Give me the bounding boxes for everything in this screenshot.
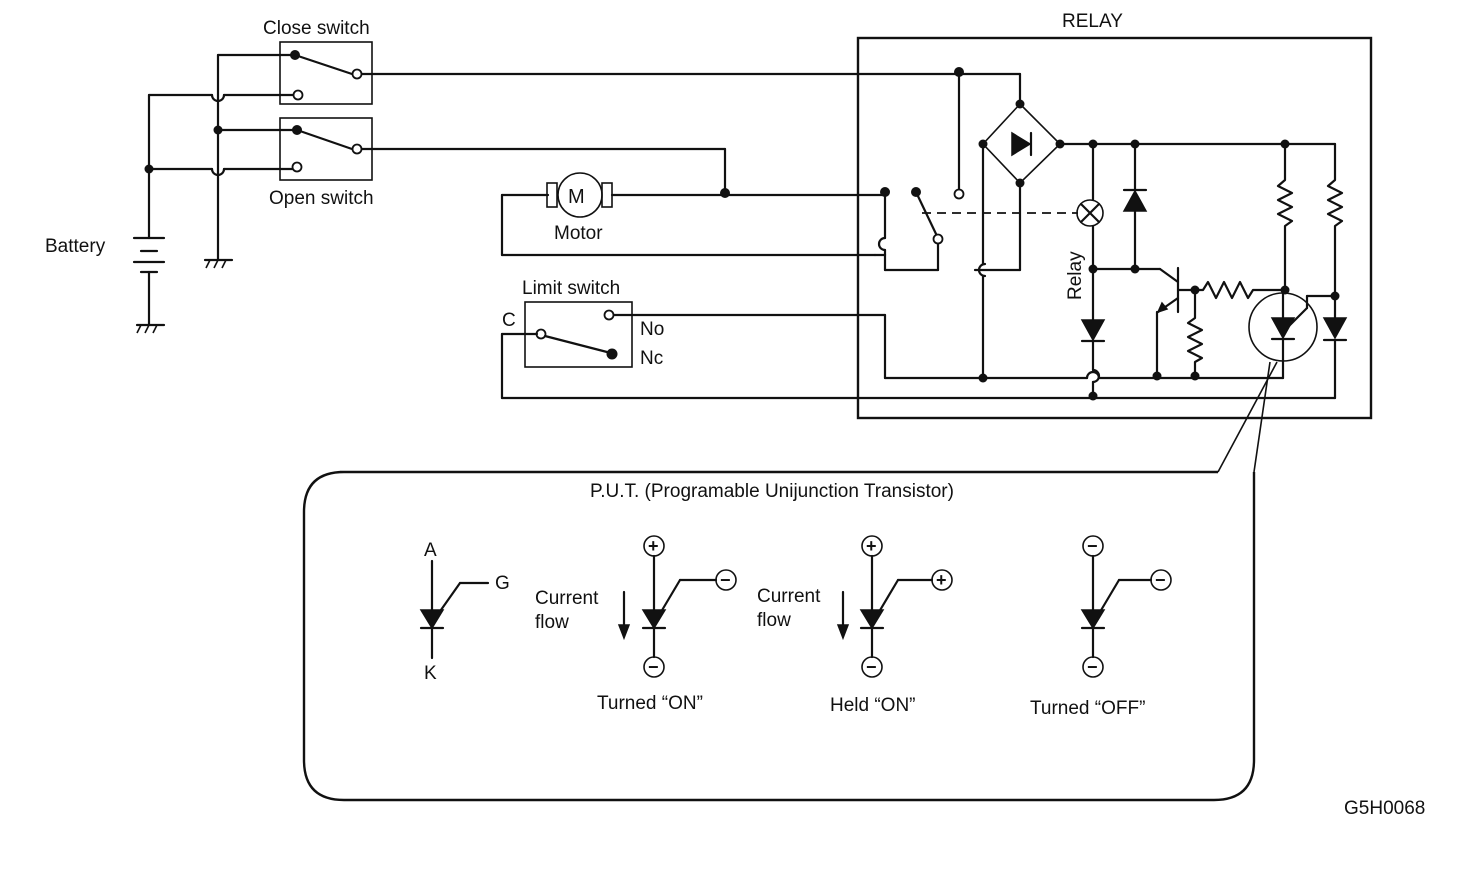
relay-contact: [873, 67, 965, 272]
put-state-turned-off: − − −: [1080, 535, 1172, 678]
upper-resistors: [1276, 139, 1344, 320]
put-symbol: [419, 559, 490, 660]
turned-on-flow-label: flow: [535, 612, 569, 633]
put-state-held-on: + − +: [836, 535, 953, 678]
limit-switch-c-label: C: [502, 310, 516, 331]
limit-switch: [500, 301, 887, 400]
turned-on-cathode-sign: −: [648, 657, 659, 677]
relay-coil: [1076, 139, 1106, 401]
turned-off-anode-sign: −: [1087, 536, 1098, 556]
put-anode-label: A: [424, 540, 437, 561]
motor-symbol-letter: M: [568, 186, 585, 208]
driver-transistor: [1152, 266, 1290, 381]
battery-symbol: [132, 93, 166, 334]
held-on-caption: Held “ON”: [830, 695, 916, 716]
flyback-diode: [1091, 139, 1162, 274]
turned-on-gate-sign: −: [720, 570, 731, 590]
turned-off-caption: Turned “OFF”: [1030, 698, 1145, 719]
figure-code: G5H0068: [1344, 798, 1425, 819]
turned-on-caption: Turned “ON”: [597, 693, 703, 714]
limit-switch-nc-label: Nc: [640, 348, 663, 369]
held-on-flow-label: flow: [757, 610, 791, 631]
turned-on-current-label: Current: [535, 588, 599, 609]
put-explanation-panel: [302, 470, 1256, 802]
battery-bus-wiring: [144, 93, 297, 177]
held-on-cathode-sign: −: [866, 657, 877, 677]
held-on-anode-sign: +: [866, 536, 877, 556]
put-callout-lines: [1217, 361, 1278, 473]
open-switch: [279, 117, 373, 181]
relay-unit-title: RELAY: [1062, 11, 1123, 32]
right-diode: [1322, 317, 1348, 398]
put-device: [1248, 288, 1337, 362]
turned-off-cathode-sign: −: [1087, 657, 1098, 677]
put-title: P.U.T. (Programable Unijunction Transist…: [590, 481, 954, 502]
relay-coil-label: Relay: [1065, 251, 1086, 300]
held-on-gate-sign: +: [936, 570, 947, 590]
close-switch-label: Close switch: [263, 18, 370, 39]
limit-switch-label: Limit switch: [522, 278, 620, 299]
turned-on-anode-sign: +: [648, 536, 659, 556]
turned-off-gate-sign: −: [1155, 570, 1166, 590]
battery-label: Battery: [45, 236, 106, 257]
put-gate-label: G: [495, 573, 510, 594]
motor: [500, 172, 887, 257]
motor-label: Motor: [554, 223, 603, 244]
put-cathode-label: K: [424, 663, 437, 684]
switch-output-wiring: [360, 72, 1022, 195]
close-switch: [279, 41, 373, 105]
open-switch-label: Open switch: [269, 188, 374, 209]
relay-unit-box: [856, 36, 1373, 420]
ground-bus-wiring: [203, 53, 297, 269]
limit-switch-no-label: No: [640, 319, 664, 340]
relay-lower-rails: [500, 313, 1337, 400]
held-on-current-label: Current: [757, 586, 821, 607]
put-state-turned-on: + − −: [617, 535, 737, 678]
